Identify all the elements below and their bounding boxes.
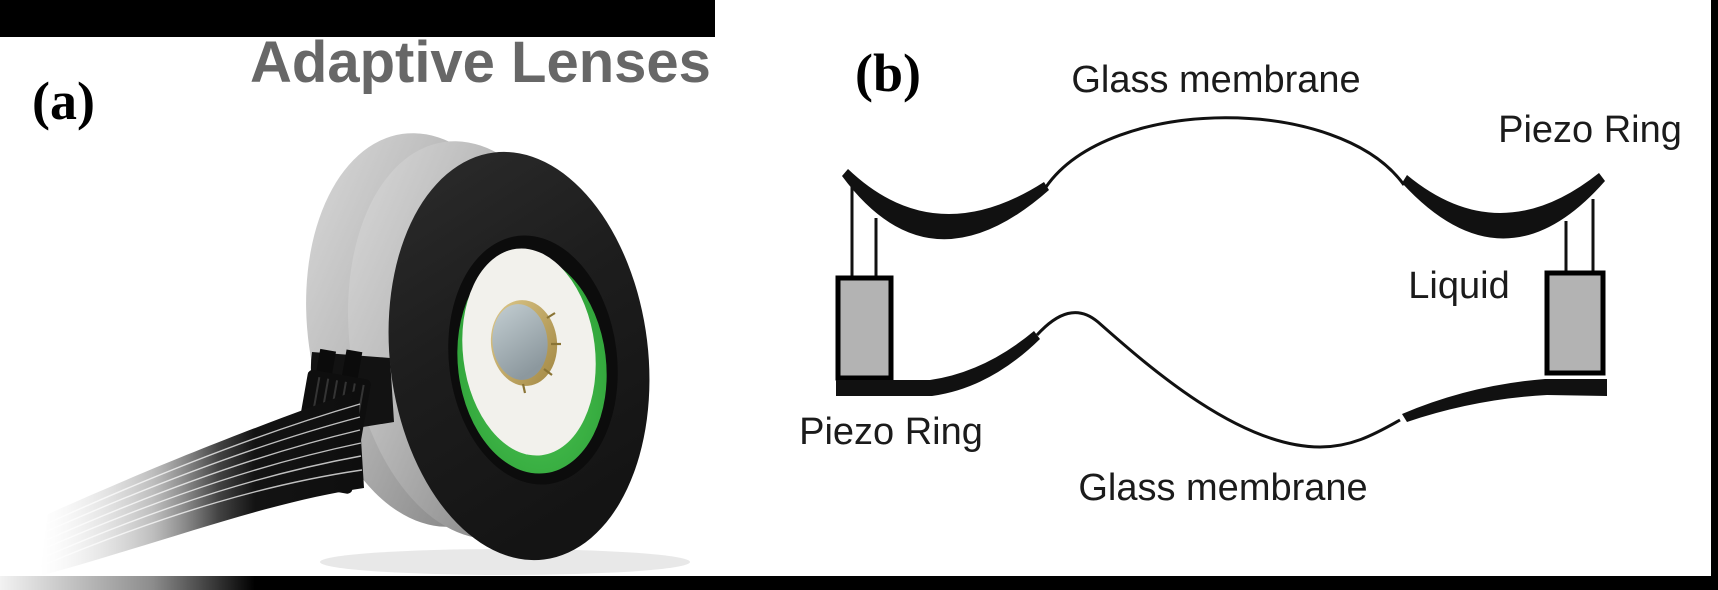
lens-aperture [492, 304, 548, 380]
top-border-bar [0, 0, 715, 37]
top-membrane-center-curve [1044, 116, 1406, 188]
top-membrane-right-crescent [1402, 173, 1605, 239]
top-membrane-left-crescent [842, 169, 1049, 240]
glass-membrane-bottom-label: Glass membrane [1078, 467, 1368, 509]
panel-a-tag: (a) [32, 71, 95, 131]
ribbon-cable [0, 380, 364, 590]
panel-b-tag: (b) [855, 43, 921, 103]
bottom-border-bar [0, 576, 1718, 590]
bottom-membrane-right-section [1402, 379, 1607, 422]
glass-membrane-top-label: Glass membrane [1071, 59, 1361, 101]
lens-shadow [320, 549, 690, 575]
right-piezo-struts [1564, 199, 1595, 273]
adaptive-lens-photo [0, 133, 690, 590]
lens-gold-ticks [521, 312, 561, 394]
left-piezo-ring-block [835, 275, 894, 381]
bottom-membrane-center-curve [1035, 311, 1401, 449]
right-border-line [1711, 0, 1718, 590]
bottom-membrane-left-section [836, 331, 1040, 396]
panel-a-title: Adaptive Lenses [250, 30, 711, 95]
piezo-ring-right-label: Piezo Ring [1498, 109, 1682, 151]
piezo-ring-left-label: Piezo Ring [799, 411, 983, 453]
left-piezo-struts [850, 186, 878, 278]
liquid-label: Liquid [1408, 265, 1510, 307]
right-piezo-ring-block [1544, 270, 1606, 376]
